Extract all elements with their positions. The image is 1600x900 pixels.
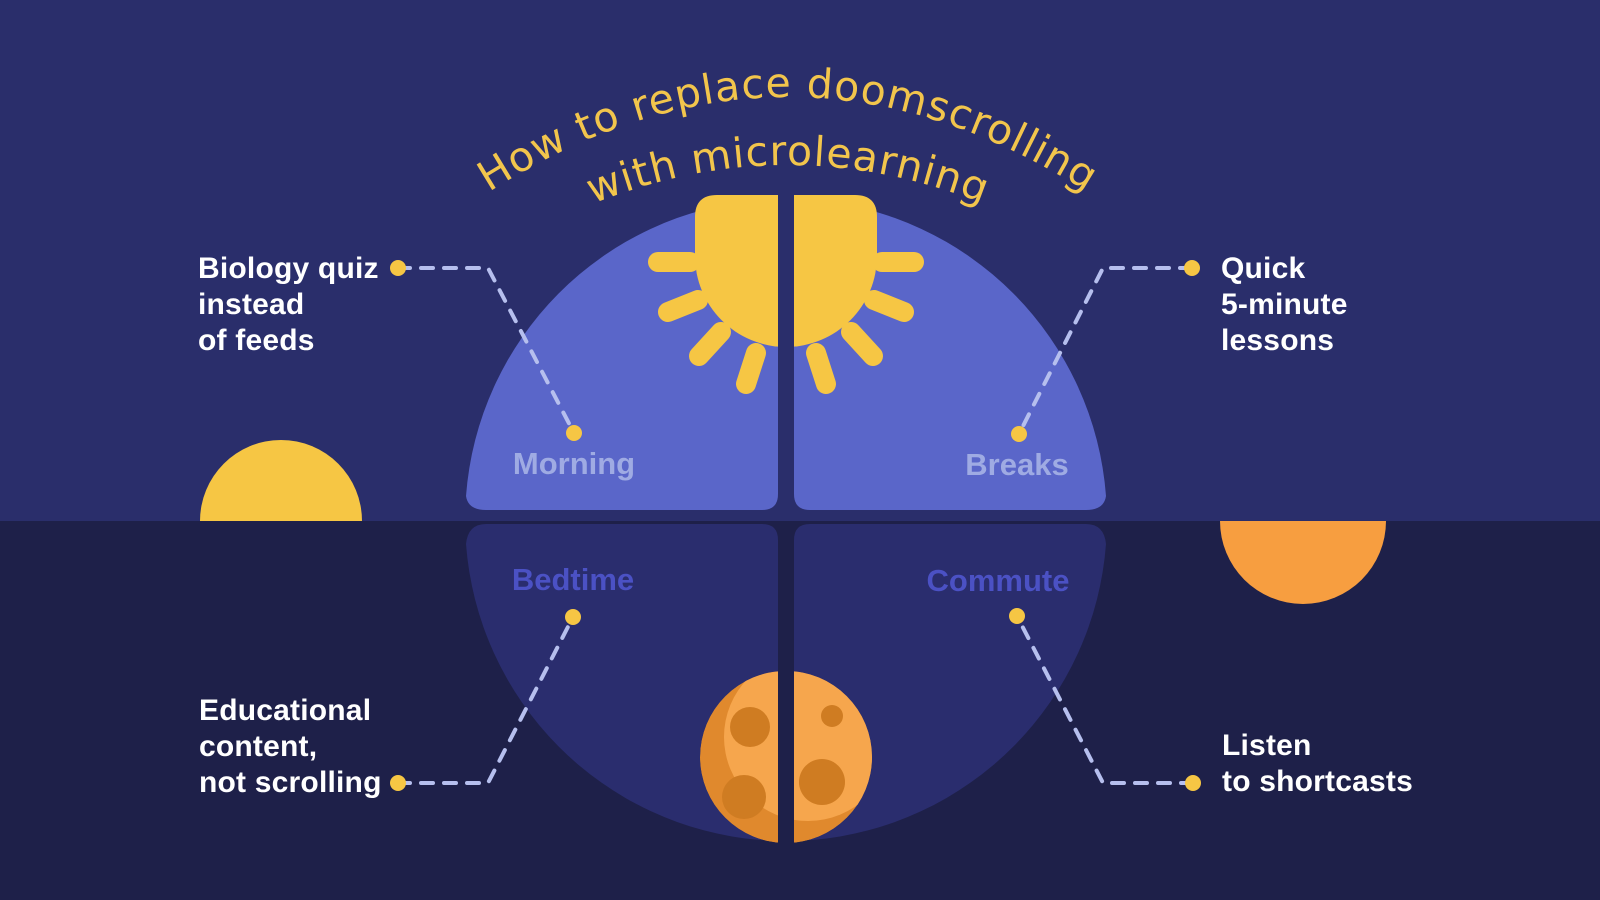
callout-breaks-line: Quick xyxy=(1221,252,1306,285)
dot-morning-quadrant xyxy=(566,425,582,441)
callout-morning-line: Biology quiz xyxy=(198,252,379,285)
dot-breaks-callout xyxy=(1184,260,1200,276)
quadrant-label-bedtime: Bedtime xyxy=(511,562,635,597)
callout-breaks-line: lessons xyxy=(1221,324,1335,357)
callout-bedtime-line: content, xyxy=(199,730,318,763)
callout-breaks-line: 5-minute xyxy=(1221,288,1348,321)
setting-sun-icon xyxy=(1220,521,1386,604)
callout-commute-line: Listen xyxy=(1222,729,1312,762)
connector-bedtime xyxy=(396,615,575,785)
connector-commute xyxy=(1015,614,1195,785)
quadrant-label-commute: Commute xyxy=(926,563,1070,598)
callout-breaks: Quick 5-minute lessons xyxy=(1221,251,1348,359)
dot-commute-quadrant xyxy=(1009,608,1025,624)
dot-bedtime-callout xyxy=(390,775,406,791)
callout-commute: Listen to shortcasts xyxy=(1222,728,1413,800)
callout-bedtime-line: Educational xyxy=(199,694,372,727)
callout-morning-line: of feeds xyxy=(198,324,315,357)
quadrant-label-morning: Morning xyxy=(512,446,636,481)
quadrant-bedtime-shape xyxy=(466,524,778,840)
dot-breaks-quadrant xyxy=(1011,426,1027,442)
dot-morning-callout xyxy=(390,260,406,276)
dot-bedtime-quadrant xyxy=(565,609,581,625)
callout-bedtime: Educational content, not scrolling xyxy=(199,693,382,801)
callout-morning: Biology quiz instead of feeds xyxy=(198,251,379,359)
connector-breaks xyxy=(1017,266,1194,436)
dot-commute-callout xyxy=(1185,775,1201,791)
quadrant-commute-shape xyxy=(794,524,1106,840)
callout-morning-line: instead xyxy=(198,288,305,321)
connector-morning xyxy=(396,266,576,435)
quadrant-label-breaks: Breaks xyxy=(965,447,1069,482)
callout-commute-line: to shortcasts xyxy=(1222,765,1413,798)
callout-bedtime-line: not scrolling xyxy=(199,766,382,799)
rising-sun-icon xyxy=(200,440,362,521)
